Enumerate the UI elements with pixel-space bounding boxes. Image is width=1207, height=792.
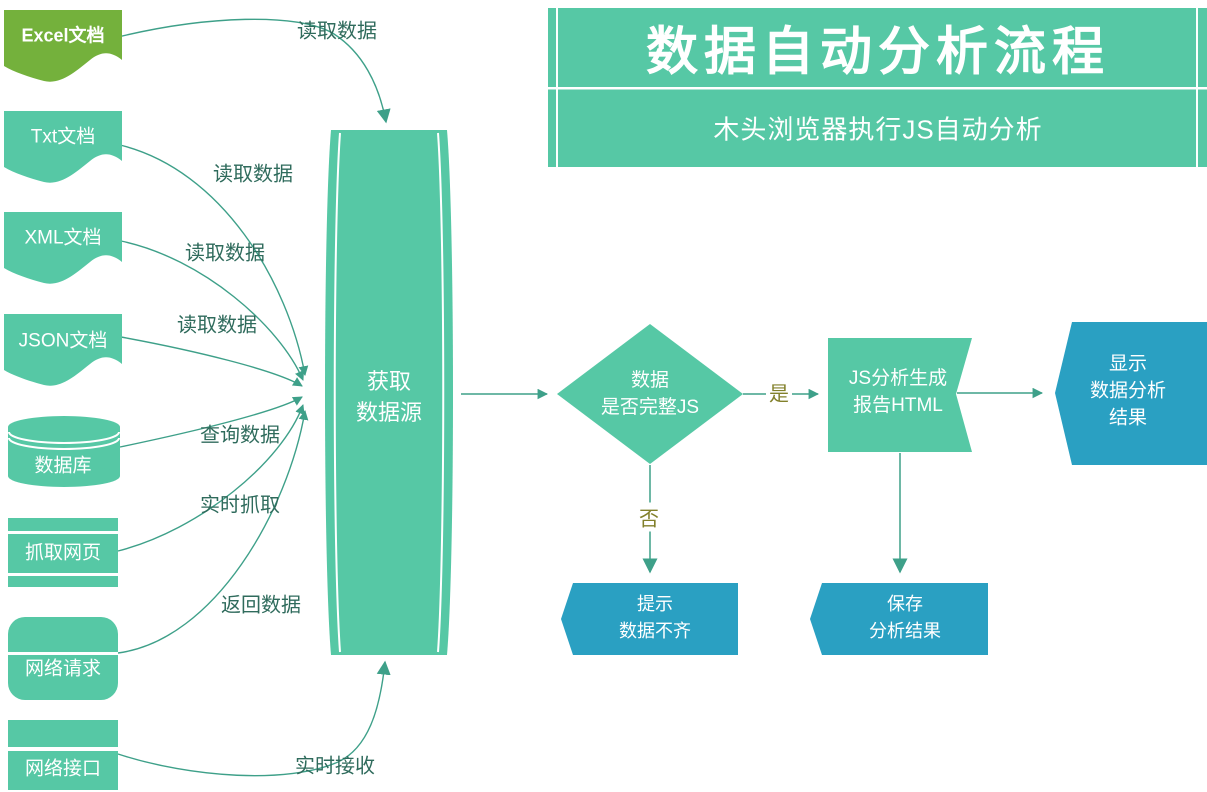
network-interface-main [8,751,118,790]
connector-txt-to-acquire [119,144,309,376]
title-banner [548,8,1207,167]
shape-network-interface [8,720,118,790]
scrape-top-stripe [8,518,118,531]
network-interface-top [8,720,118,747]
scrape-bottom-stripe [8,576,118,587]
shape-excel-doc [4,10,122,82]
acquire-barrel-body [325,130,453,655]
cylinder-rim-line-2 [8,437,120,450]
shape-json-doc [4,314,122,386]
cylinder-rim-line-1 [8,431,120,444]
network-request-body [8,617,118,700]
shape-save-result [810,583,988,655]
connector-excel-to-acquire [117,18,391,124]
shape-database-cylinder [8,416,120,487]
shape-acquire-datasource [325,130,453,655]
connector-request-to-acquire [117,410,309,654]
shape-txt-doc [4,111,122,183]
shape-decision-diamond [557,324,743,464]
shape-notify-incomplete [561,583,738,655]
connector-xml-to-acquire [120,240,305,381]
network-request-divider [8,652,118,655]
title-banner-divider [548,87,1207,90]
connector-interface-to-acquire [117,660,391,777]
shape-xml-doc [4,212,122,284]
shape-scrape-web [8,518,118,587]
shape-network-request [8,617,118,700]
connector-layer [117,18,1044,777]
connector-scrape-to-acquire [117,404,305,552]
scrape-main-band [8,534,118,573]
shape-generate-report [828,338,972,452]
connector-database-to-acquire [119,396,303,448]
acquire-left-inner-line [333,132,341,653]
cylinder-bottom-cap [8,465,120,487]
connector-json-to-acquire [120,336,303,387]
acquire-right-inner-line [437,132,445,653]
shape-display-result [1055,322,1207,465]
